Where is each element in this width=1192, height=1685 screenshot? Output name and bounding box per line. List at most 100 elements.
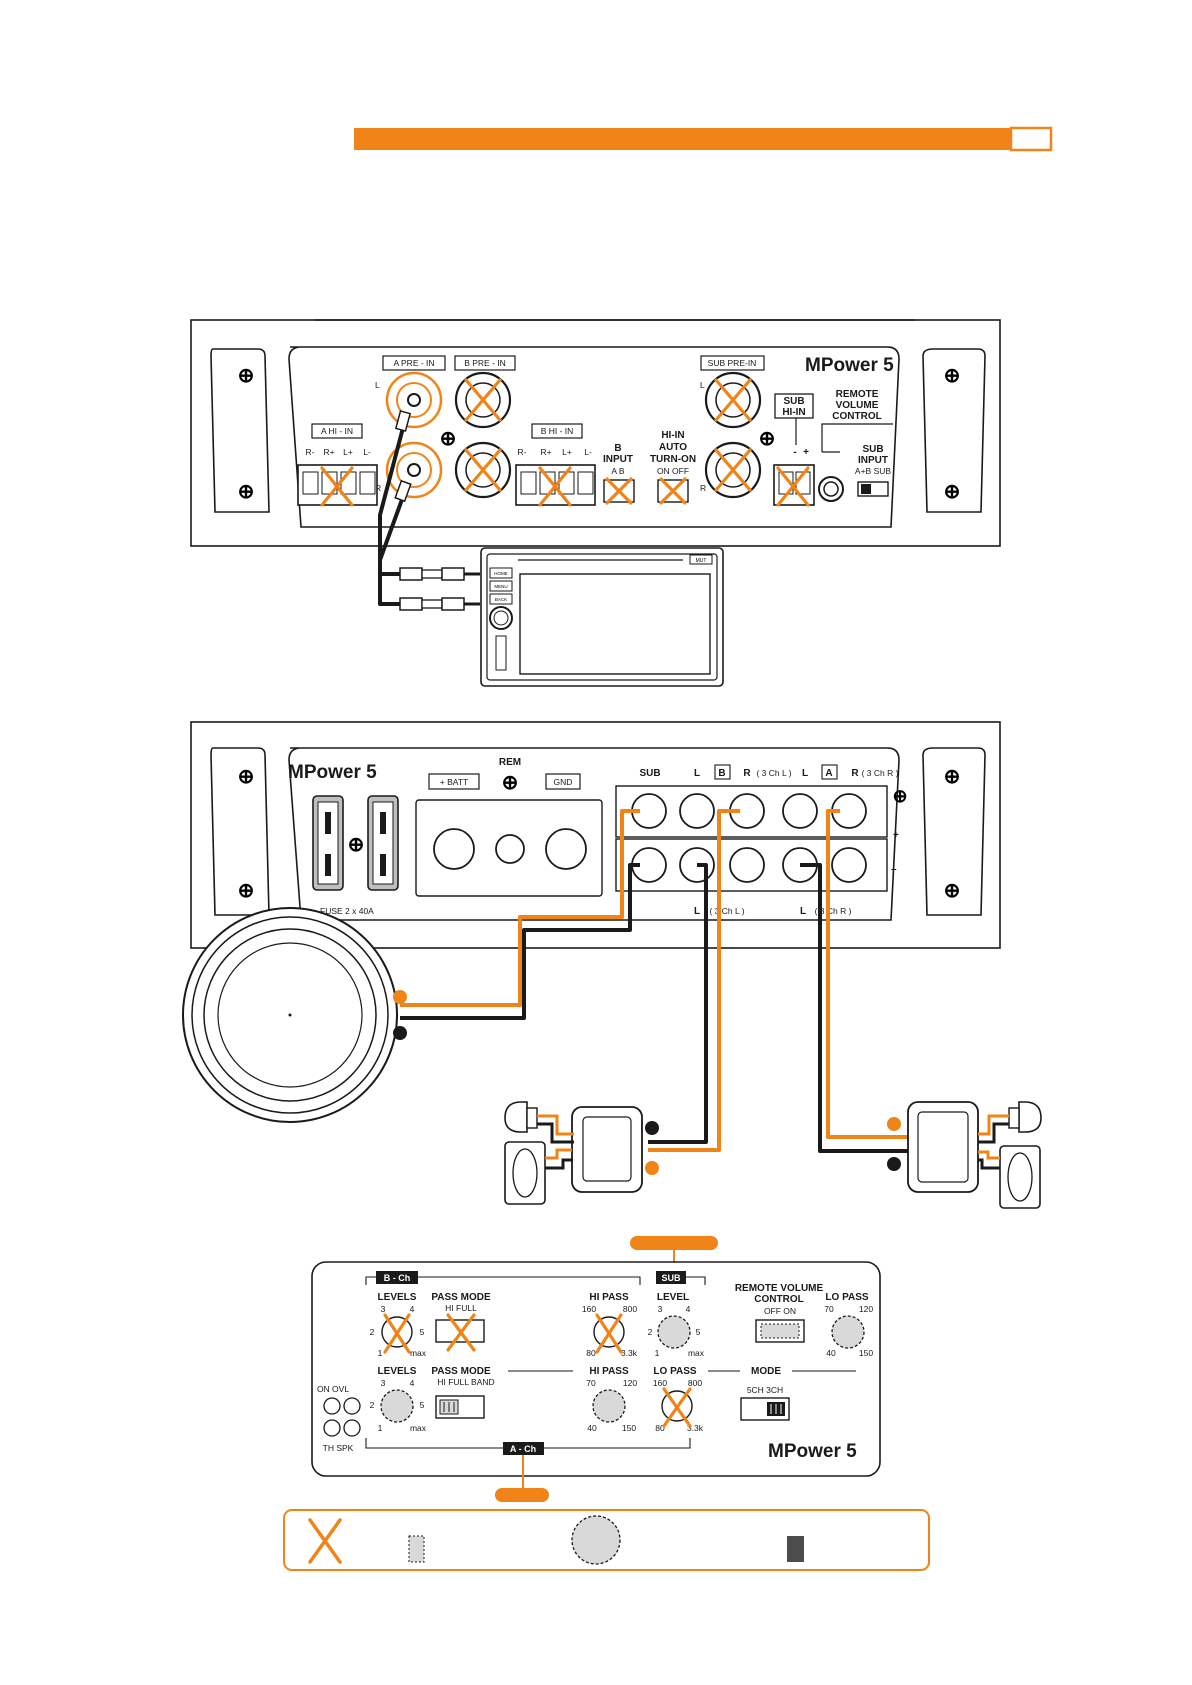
svg-text:SUB: SUB xyxy=(862,444,883,455)
mode-label: MODE xyxy=(751,1366,781,1377)
sub-pre-in-label: SUB PRE-IN xyxy=(708,358,757,368)
crossover-right xyxy=(887,1101,979,1193)
out-rb-label: R xyxy=(743,768,751,779)
out-b-box: B xyxy=(718,768,725,779)
b-pre-in-rca-l xyxy=(454,371,512,429)
panel-remote-volume-options: OFF ON xyxy=(764,1306,796,1316)
a-hi-in-label: A HI - IN xyxy=(321,426,353,436)
a-hi-in-connector xyxy=(297,464,378,507)
fuse-label: FUSE 2 x 40A xyxy=(320,906,374,916)
svg-text:800: 800 xyxy=(623,1304,637,1314)
a-lo-pass-label: LO PASS xyxy=(653,1366,696,1377)
a-lo-pass-knob xyxy=(661,1387,693,1428)
a-hi-in-pins: R- R+ L+ L- xyxy=(306,447,371,457)
b-hi-in-connector xyxy=(515,464,596,507)
svg-text:2: 2 xyxy=(648,1327,653,1337)
svg-text:⊕: ⊕ xyxy=(944,766,961,788)
svg-text:⊕: ⊕ xyxy=(238,766,255,788)
svg-text:160: 160 xyxy=(653,1378,667,1388)
svg-text:4: 4 xyxy=(686,1304,691,1314)
legend-adjustable-knob xyxy=(571,1515,621,1565)
out-ra-sub: ( 3 Ch R ) xyxy=(862,768,899,778)
mode-options: 5CH 3CH xyxy=(747,1385,783,1395)
hi-in-auto-label: HI-IN AUTO TURN-ON ON OFF xyxy=(650,430,696,476)
svg-text:VOLUME: VOLUME xyxy=(836,400,879,411)
woofer-left xyxy=(504,1141,573,1205)
rca-cable-r xyxy=(378,479,412,606)
svg-text:3: 3 xyxy=(658,1304,663,1314)
a-pre-in-rca-l[interactable] xyxy=(385,371,443,429)
svg-text:120: 120 xyxy=(623,1378,637,1388)
remote-volume-jack[interactable] xyxy=(818,476,844,502)
out-l-3chr-sub: ( 3 Ch R ) xyxy=(815,906,852,916)
b-pre-in-label: B PRE - IN xyxy=(464,358,506,368)
crossover-left xyxy=(571,1106,659,1193)
a-hi-pass-knob[interactable] xyxy=(592,1389,626,1423)
head-unit-tag: MUT xyxy=(696,558,707,564)
b-hi-in-label: B HI - IN xyxy=(541,426,574,436)
rca-cable-l xyxy=(378,410,412,576)
panel-remote-volume-2: CONTROL xyxy=(754,1294,803,1305)
pre-in-r-label: R xyxy=(375,483,381,493)
svg-text:max: max xyxy=(688,1348,705,1358)
panel-remote-volume-1: REMOTE VOLUME xyxy=(735,1283,824,1294)
svg-text:5: 5 xyxy=(696,1327,701,1337)
sub-terminal-minus xyxy=(393,1026,407,1040)
a-pass-mode-options: HI FULL BAND xyxy=(437,1377,494,1387)
svg-text:800: 800 xyxy=(688,1378,702,1388)
sub-pre-in-l-label: L xyxy=(700,380,705,390)
pre-in-l-label: L xyxy=(375,380,380,390)
svg-text:70: 70 xyxy=(824,1304,834,1314)
b-input-switch xyxy=(603,477,635,505)
svg-text:max: max xyxy=(410,1423,427,1433)
svg-text:5: 5 xyxy=(420,1400,425,1410)
led-top-labels: ON OVL xyxy=(317,1384,349,1394)
status-leds xyxy=(323,1397,361,1437)
svg-text:A+B SUB: A+B SUB xyxy=(855,466,891,476)
sub-hi-in-label-2: HI-IN xyxy=(782,407,805,418)
svg-text:HI-IN: HI-IN xyxy=(661,430,684,441)
sub-hi-in-label-1: SUB xyxy=(783,396,804,407)
head-unit-home-label: HOME xyxy=(494,571,508,576)
a-levels-knob[interactable] xyxy=(380,1389,414,1423)
svg-text:⊕: ⊕ xyxy=(238,365,255,387)
sub-hi-in-plus: + xyxy=(803,447,809,458)
legend-not-used-x xyxy=(308,1518,342,1564)
out-l-3chl-label: L xyxy=(694,906,700,917)
svg-text:150: 150 xyxy=(859,1348,873,1358)
tweeter-right xyxy=(978,1101,1042,1144)
remote-volume-label: REMOTE VOLUME CONTROL xyxy=(832,389,881,422)
svg-text:3.3k: 3.3k xyxy=(621,1348,638,1358)
svg-text:4: 4 xyxy=(410,1304,415,1314)
out-l2-label: L xyxy=(802,768,808,779)
mode-switch[interactable] xyxy=(740,1397,790,1421)
legend-set-position-switch xyxy=(787,1536,804,1562)
svg-text:R+: R+ xyxy=(323,447,334,457)
a-hi-pass-label: HI PASS xyxy=(589,1366,629,1377)
out-sub-label: SUB xyxy=(639,768,660,779)
subwoofer xyxy=(182,907,398,1123)
a-ch-callout-pill xyxy=(495,1488,549,1502)
svg-text:70: 70 xyxy=(586,1378,596,1388)
sub-lo-pass-knob[interactable] xyxy=(831,1315,865,1349)
terminal-minus-sign: – xyxy=(891,864,897,875)
svg-text:⊕: ⊕ xyxy=(944,481,961,503)
led-bottom-labels: TH SPK xyxy=(323,1443,354,1453)
svg-text:L+: L+ xyxy=(343,447,353,457)
b-levels-knob xyxy=(381,1313,413,1354)
fuse-1 xyxy=(312,795,344,891)
a-pass-mode-switch[interactable] xyxy=(435,1395,485,1419)
svg-text:⊕: ⊕ xyxy=(892,786,907,806)
sub-pre-in-r-label: R xyxy=(700,483,706,493)
svg-text:AUTO: AUTO xyxy=(659,442,687,453)
svg-text:3.3k: 3.3k xyxy=(687,1423,704,1433)
svg-text:max: max xyxy=(410,1348,427,1358)
out-ra-label: R xyxy=(851,768,859,779)
svg-text:80: 80 xyxy=(655,1423,665,1433)
b-ch-label: B - Ch xyxy=(384,1273,411,1283)
remote-volume-switch[interactable] xyxy=(755,1319,805,1343)
svg-text:⊕: ⊕ xyxy=(944,365,961,387)
sub-input-switch[interactable] xyxy=(857,481,889,497)
sub-level-knob[interactable] xyxy=(657,1315,691,1349)
a-pre-in-label: A PRE - IN xyxy=(393,358,434,368)
